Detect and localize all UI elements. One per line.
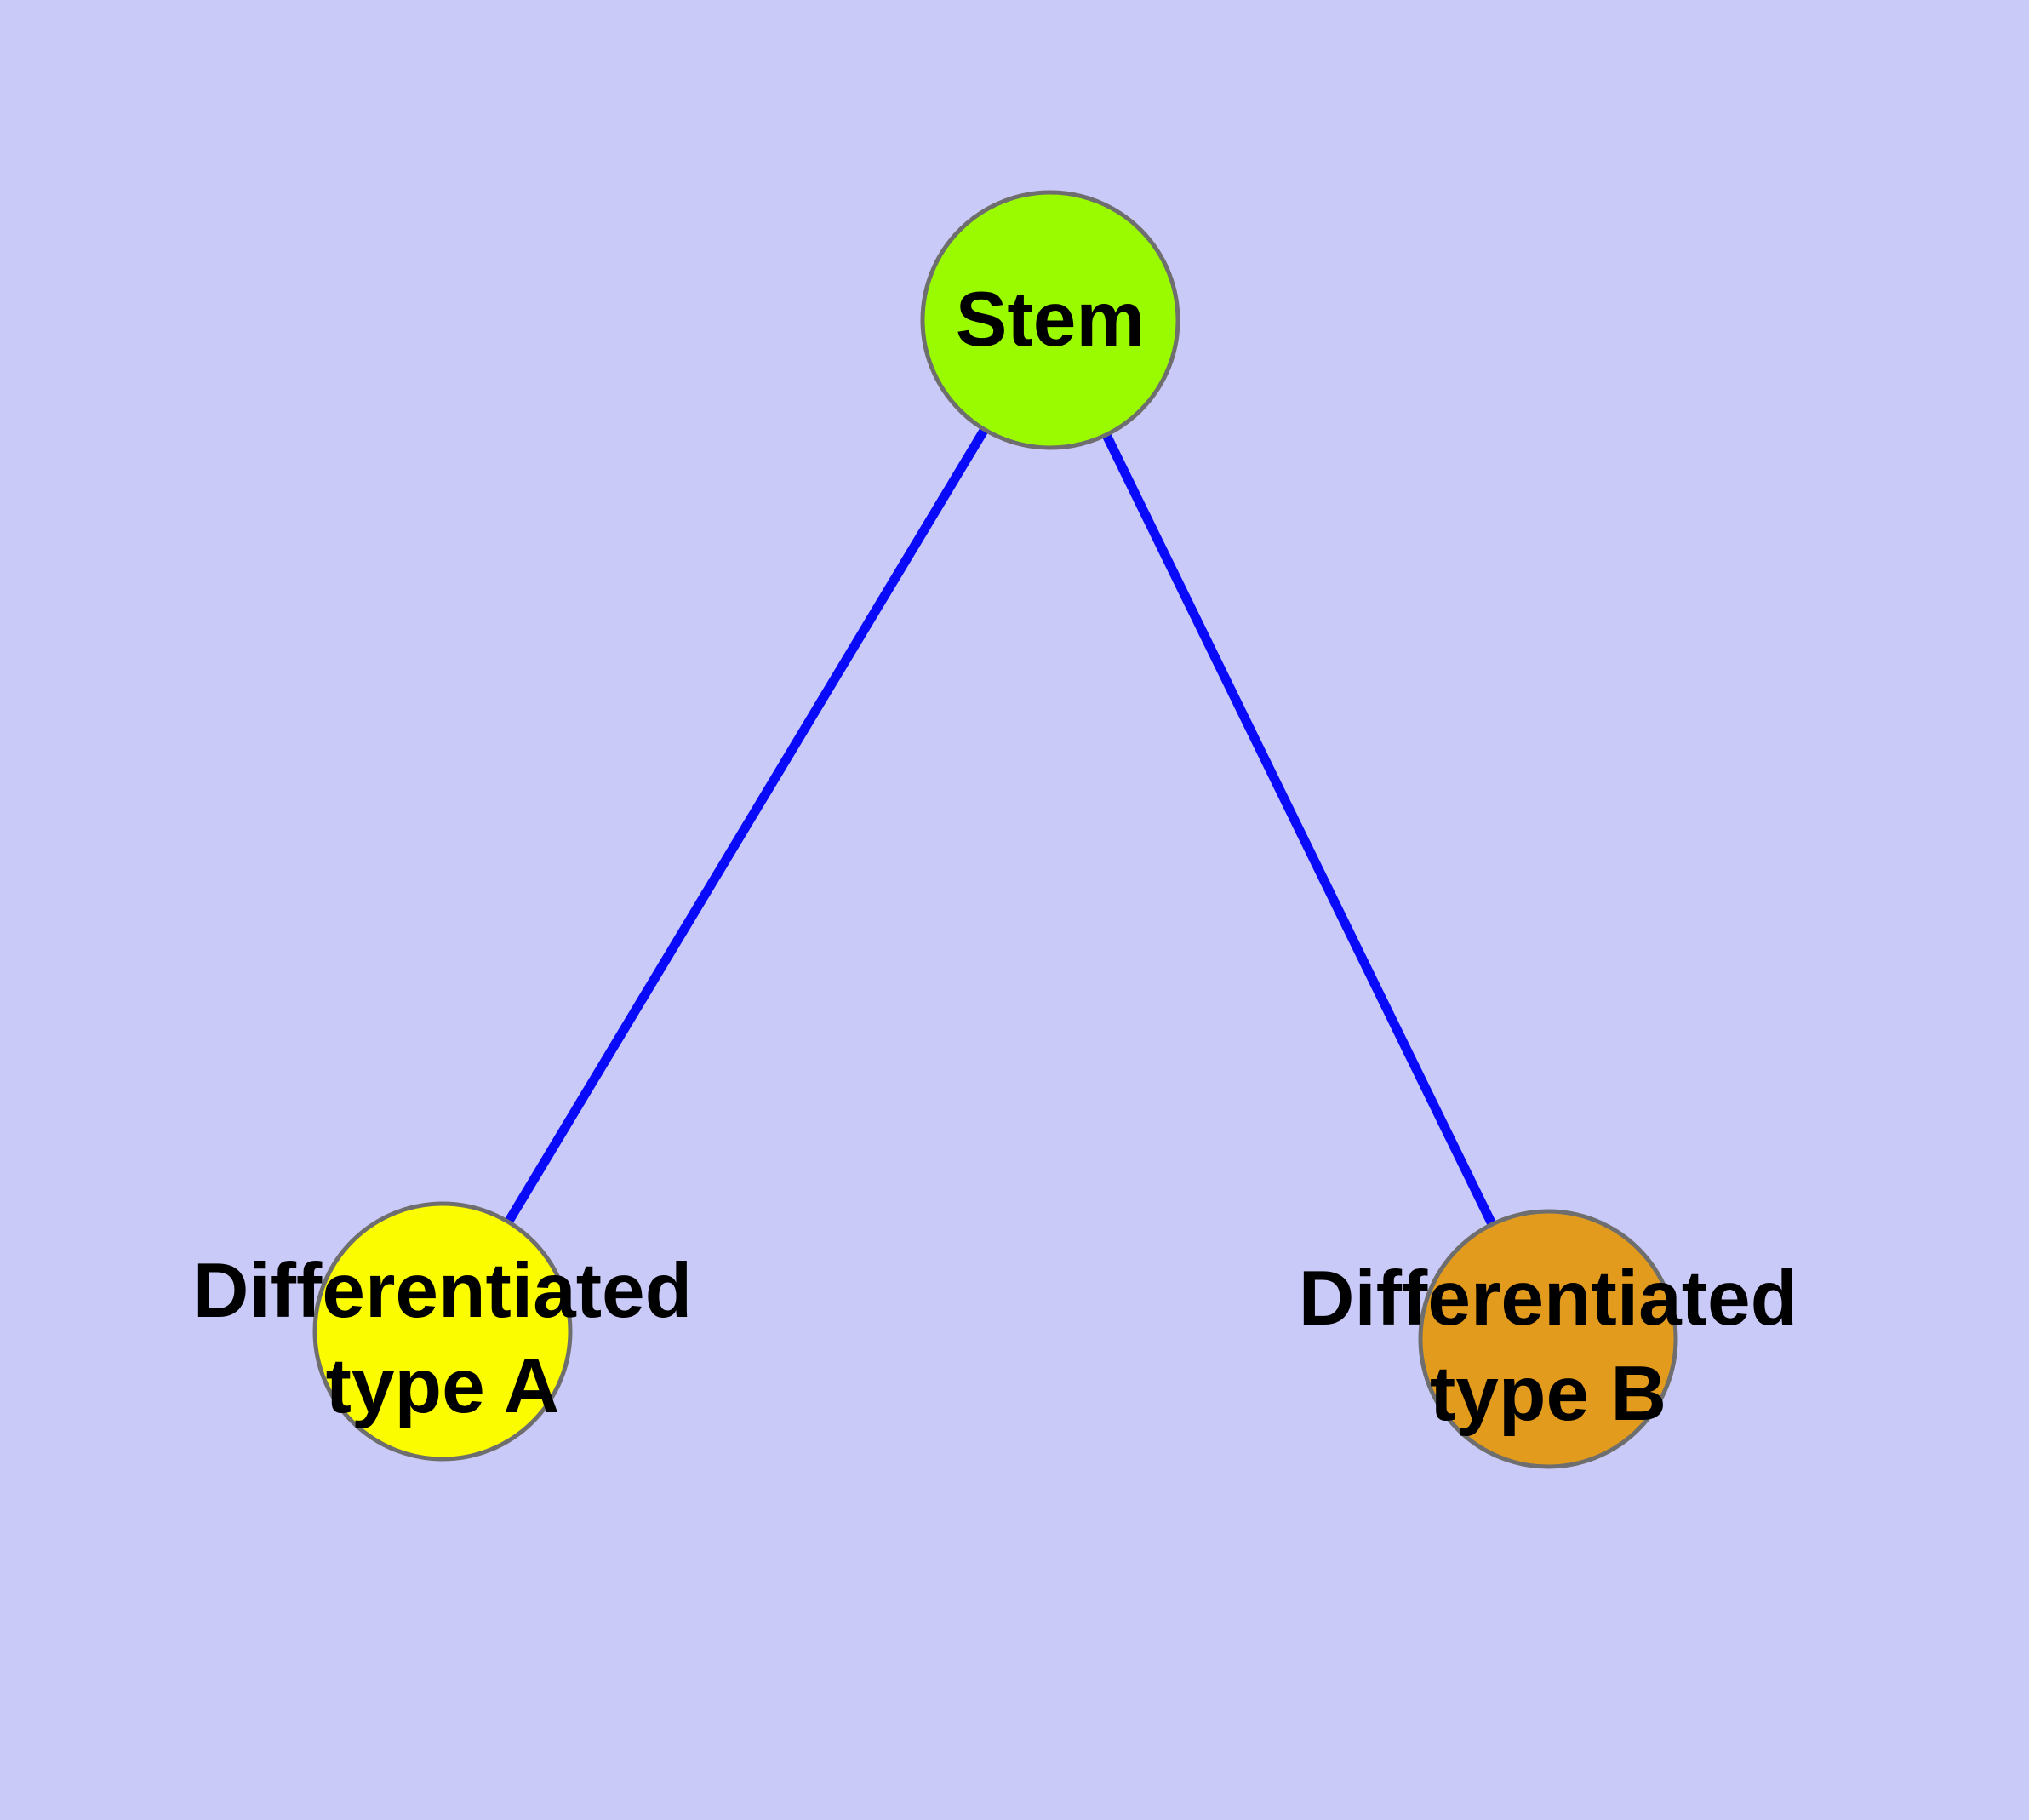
edge-stem-to-type-a (438, 318, 1055, 1334)
node-type-b-label-line2: type B (1429, 1351, 1667, 1437)
node-stem-circle[interactable] (920, 190, 1180, 450)
node-type-a-circle[interactable] (312, 1201, 573, 1462)
node-type-b-label-line1: Differentiated (1298, 1256, 1798, 1342)
node-type-b-label: Differentiated type B (1299, 1251, 1798, 1442)
node-type-a-label: Differentiated type A (193, 1244, 693, 1434)
node-type-a-label-line1: Differentiated (192, 1248, 693, 1334)
edge-stem-to-type-b (1046, 318, 1552, 1342)
node-type-a-label-line2: type A (325, 1343, 560, 1429)
node-type-b-circle[interactable] (1418, 1209, 1678, 1469)
node-stem-label: Stem (955, 277, 1146, 363)
